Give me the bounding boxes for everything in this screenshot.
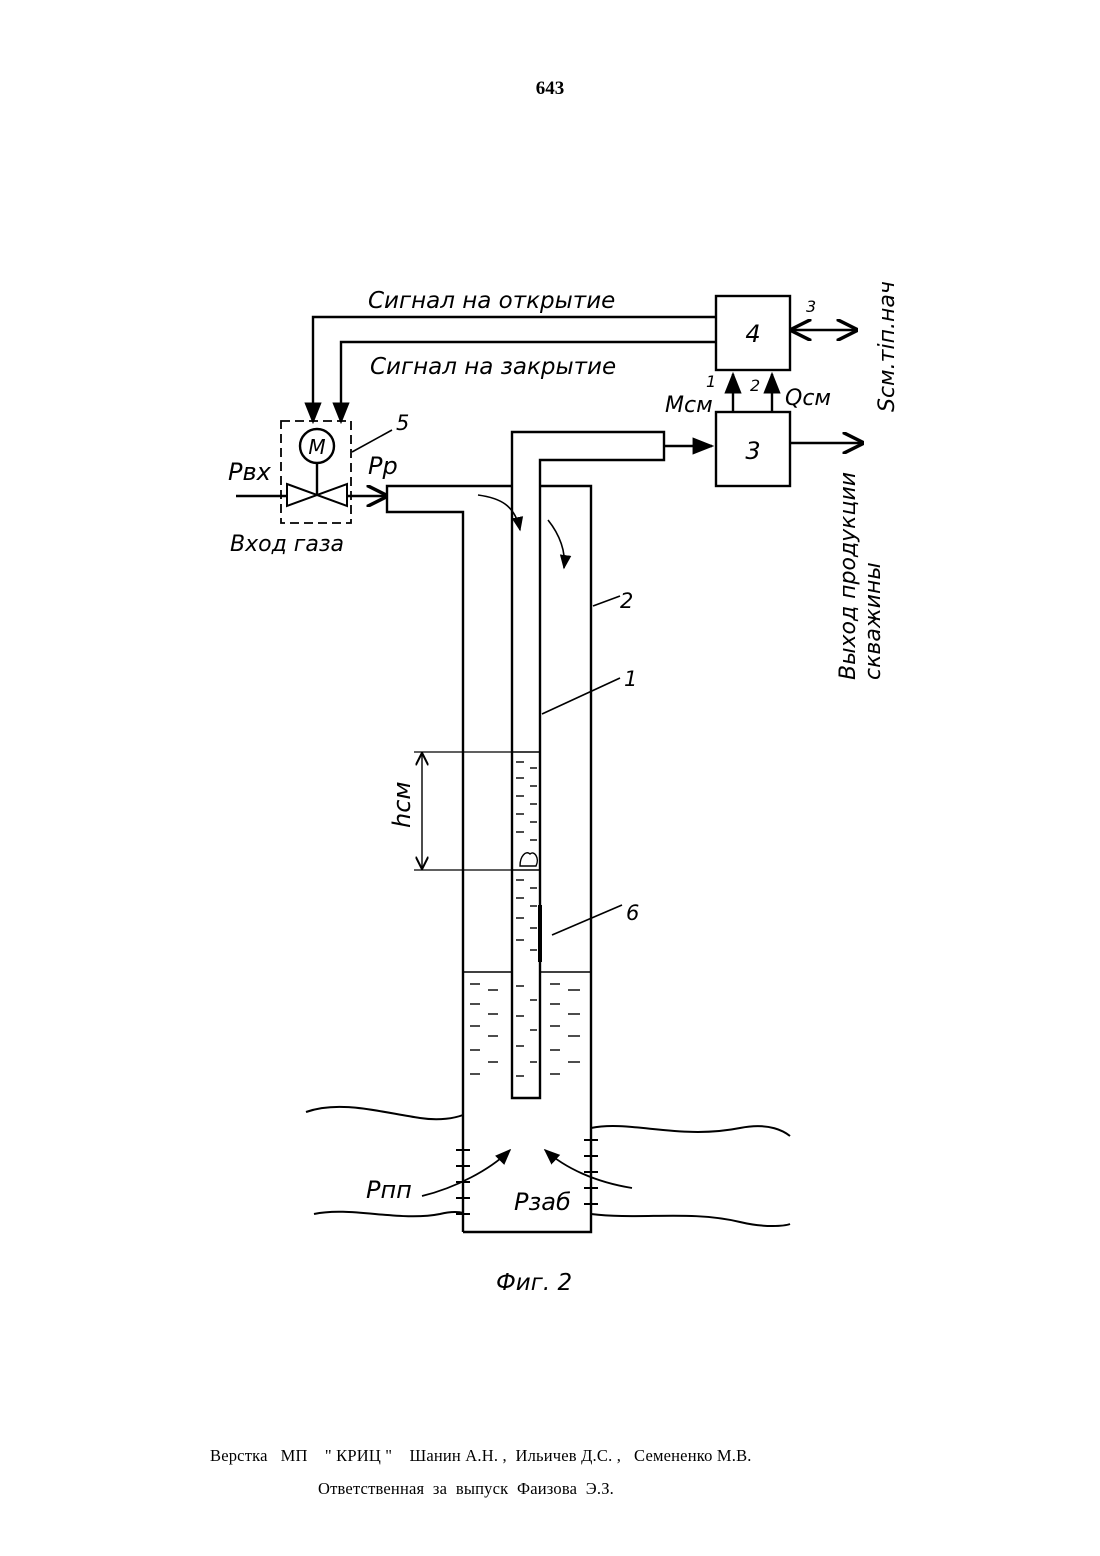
signal-open-label: Сигнал на открытие (368, 288, 615, 314)
block-4-label: 4 (745, 320, 760, 348)
motor-label: М (308, 435, 325, 459)
product-outlet-label-2: скважины (861, 562, 886, 680)
label-6: 6 (626, 901, 639, 925)
p-r-label: Pр (368, 452, 398, 480)
figure-caption: Фиг. 2 (496, 1270, 572, 1296)
p-in-label: Pвх (228, 458, 272, 486)
casing-2 (387, 486, 512, 1232)
signal-close-label: Сигнал на закрытие (370, 354, 616, 380)
s-mix-label: Sсм.тiп.нач (875, 281, 900, 412)
m-mix-label: Mсм (665, 393, 713, 418)
h-mix-label: hсм (388, 781, 416, 828)
port-2-label: 2 (750, 376, 760, 395)
label-2: 2 (620, 589, 633, 613)
q-mix-label: Qсм (785, 386, 831, 411)
port-1-label: 1 (706, 372, 716, 391)
p-bottom-label: Pзаб (514, 1188, 571, 1216)
port-3-label: 3 (806, 297, 816, 316)
footer-responsible: Ответственная за выпуск Фаизова Э.З. (318, 1479, 614, 1499)
label-5: 5 (396, 411, 409, 435)
label-1: 1 (624, 667, 637, 691)
p-pl-label: Pпп (366, 1176, 412, 1204)
gas-inlet-label: Вход газа (230, 532, 344, 557)
product-outlet-label-1: Выход продукции (836, 472, 861, 680)
tubing-1 (512, 432, 664, 1098)
footer-credits: Верстка МП " КРИЦ " Шанин А.Н. , Ильичев… (210, 1446, 752, 1466)
block-3-label: 3 (745, 437, 760, 465)
